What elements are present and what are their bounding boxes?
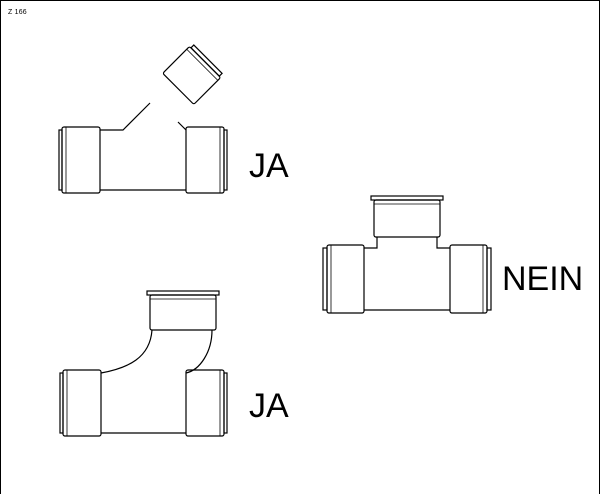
verdict-label-equal-tee: NEIN <box>502 260 584 298</box>
swept-tee-fitting <box>59 290 228 437</box>
y-branch-fitting <box>58 44 228 194</box>
verdict-label-y-branch: JA <box>249 147 289 185</box>
equal-tee-fitting <box>322 195 492 314</box>
verdict-label-swept-tee: JA <box>249 387 289 425</box>
figure-code: Z 166 <box>8 9 27 16</box>
